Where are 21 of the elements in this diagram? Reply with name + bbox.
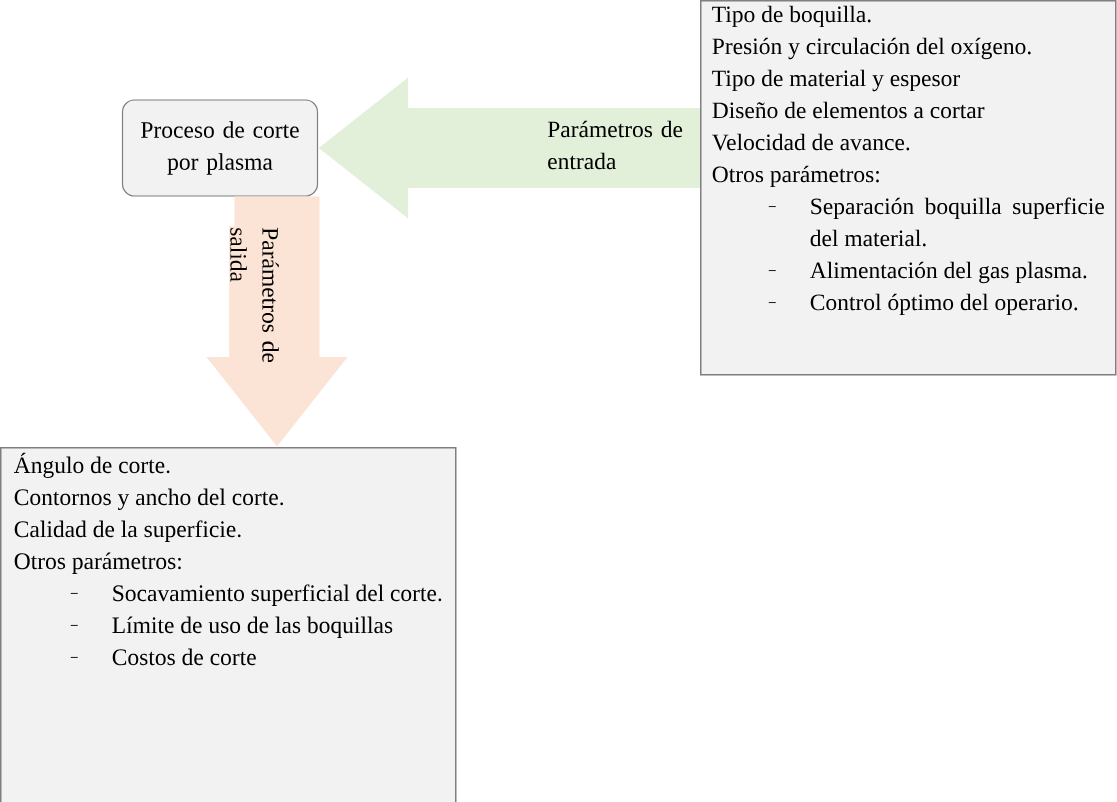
list-item: Diseño de elementos a cortar xyxy=(712,101,985,119)
list-item: Socavamiento superficial del corte. xyxy=(113,584,442,606)
edge-label: Parámetros de entrada xyxy=(547,120,683,170)
list-item: Tipo de boquilla. xyxy=(712,5,871,28)
list-item: Velocidad de avance. xyxy=(712,133,910,151)
text-box xyxy=(700,0,1117,376)
list-item: Otros parámetros: xyxy=(14,552,181,574)
list-item: Separación boquilla superficie del material. xyxy=(810,197,1104,247)
edge-label: Parámetros de salida xyxy=(230,227,279,363)
list-item: Límite de uso de las boquillas xyxy=(112,616,393,638)
list-item: Ángulo de corte. xyxy=(14,452,170,478)
text-box xyxy=(0,447,457,802)
list-item: Calidad de la superficie. xyxy=(14,520,241,542)
list-item: Control óptimo del operario. xyxy=(810,293,1078,316)
list-item: Presión y circulación del oxígeno. xyxy=(712,37,1031,60)
list-item: Alimentación del gas plasma. xyxy=(810,261,1087,284)
list-item: Contornos y ancho del corte. xyxy=(14,488,284,510)
process-box: Proceso de corte por plasma xyxy=(121,99,319,197)
list-item: Costos de corte xyxy=(112,648,256,666)
list-item: Tipo de material y espesor xyxy=(712,69,960,92)
list-item: Otros parámetros: xyxy=(712,165,879,188)
